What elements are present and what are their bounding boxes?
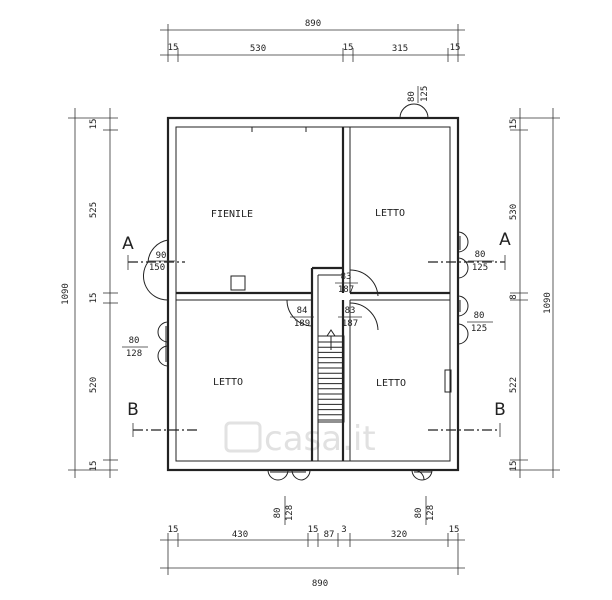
right-dim-5: 15 — [509, 461, 519, 472]
opening-3-bottom: 125 — [472, 263, 488, 273]
top-dim-1: 15 — [168, 43, 179, 53]
walls — [166, 116, 460, 472]
bottom-dim-6: 320 — [391, 530, 407, 540]
section-lines: A A B B — [122, 230, 511, 437]
opening-10-bottom: 128 — [426, 505, 436, 521]
door-swings — [142, 103, 469, 481]
room-label-letto-top-right: LETTO — [375, 208, 405, 219]
right-dim-1: 15 — [509, 119, 519, 130]
bottom-dim-2: 430 — [232, 530, 248, 540]
bottom-dim-1: 15 — [168, 525, 179, 535]
opening-4-top: 80 — [474, 311, 485, 321]
right-dim-4: 522 — [509, 377, 519, 393]
opening-7-top: 84 — [297, 306, 308, 316]
top-dim-2: 530 — [250, 44, 266, 54]
room-label-fienile: FIENILE — [211, 209, 253, 220]
bottom-dim-7: 15 — [449, 525, 460, 535]
right-dimension-chain: 1090 15 530 8 522 15 — [509, 108, 560, 478]
right-dim-2: 530 — [509, 204, 519, 220]
opening-9-bottom: 128 — [285, 505, 295, 521]
left-total-dimension: 1090 — [61, 283, 71, 305]
outer-wall-outline — [166, 116, 460, 472]
top-dim-4: 315 — [392, 44, 408, 54]
room-label-letto-bottom-left: LETTO — [213, 377, 243, 388]
opening-2-top: 90 — [156, 251, 167, 261]
section-mark-a-right: A — [499, 230, 511, 250]
bottom-total-dimension: 890 — [312, 579, 328, 589]
opening-5-bottom: 128 — [126, 349, 142, 359]
opening-6-top: 83 — [341, 272, 352, 282]
wall-niche — [444, 369, 452, 393]
section-mark-a-left: A — [122, 234, 134, 254]
chimney-square — [230, 275, 246, 291]
top-dim-3: 15 — [343, 43, 354, 53]
watermark-text: casa.it — [264, 419, 376, 459]
right-dim-3: 8 — [509, 294, 519, 299]
bottom-dimension-chain: 15 430 15 87 3 320 15 890 — [160, 525, 465, 589]
left-dim-1: 15 — [89, 119, 99, 130]
right-total-dimension: 1090 — [543, 292, 553, 314]
left-dim-4: 520 — [89, 377, 99, 393]
opening-1-bottom: 125 — [420, 86, 430, 102]
opening-2-bottom: 150 — [149, 263, 165, 273]
left-dim-3: 15 — [89, 293, 99, 304]
left-dim-2: 525 — [89, 202, 99, 218]
opening-7-bottom: 189 — [294, 319, 310, 329]
staircase — [317, 329, 345, 423]
stair-up-arrow-icon — [326, 329, 336, 337]
left-dimension-chain: 1090 15 525 15 520 15 — [61, 108, 118, 478]
section-mark-b-right: B — [494, 400, 506, 420]
opening-10-top: 80 — [414, 508, 424, 519]
opening-8-bottom: 187 — [342, 319, 358, 329]
opening-1-top: 80 — [407, 91, 417, 102]
watermark: casa.it — [224, 419, 376, 459]
opening-9-top: 80 — [273, 508, 283, 519]
opening-3-top: 80 — [475, 250, 486, 260]
left-dim-5: 15 — [89, 461, 99, 472]
opening-labels: 80 125 90 150 80 125 80 125 80 128 83 18… — [122, 86, 494, 525]
opening-5-top: 80 — [129, 336, 140, 346]
bottom-dim-4: 87 — [324, 530, 335, 540]
top-dim-5: 15 — [450, 43, 461, 53]
opening-8-top: 83 — [345, 306, 356, 316]
bottom-dim-3: 15 — [308, 525, 319, 535]
opening-4-bottom: 125 — [471, 324, 487, 334]
section-mark-b-left: B — [127, 400, 139, 420]
room-label-letto-bottom-right: LETTO — [376, 378, 406, 389]
bottom-dim-5: 3 — [341, 525, 346, 535]
top-total-dimension: 890 — [305, 19, 321, 29]
top-dimension-chain: 890 15 530 15 315 15 — [160, 19, 465, 62]
watermark-house-icon — [224, 421, 262, 453]
opening-6-bottom: 187 — [338, 285, 354, 295]
